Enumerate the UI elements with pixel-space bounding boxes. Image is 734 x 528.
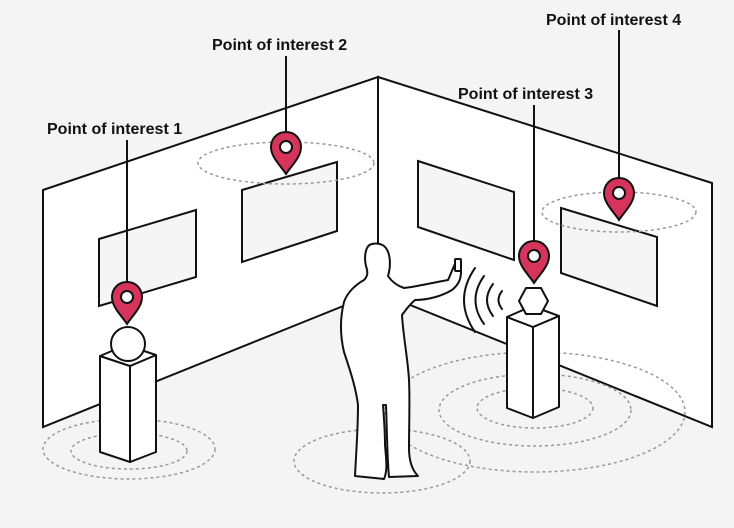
poi-label-1: Point of interest 1	[47, 121, 182, 138]
wall-panel-3	[417, 159, 515, 262]
wall-panel-4	[560, 206, 658, 308]
sphere-exhibit	[110, 326, 146, 362]
hexagon-exhibit	[518, 287, 549, 315]
wireless-signal-icon	[463, 267, 503, 333]
pedestal-1	[99, 326, 157, 463]
wall-panel-2	[241, 160, 338, 264]
poi-label-2: Point of interest 2	[212, 37, 347, 54]
poi-label-3: Point of interest 3	[458, 86, 593, 103]
zone-ring-visitor	[293, 428, 471, 494]
pedestal-3	[506, 287, 560, 419]
visitor-figure	[340, 242, 462, 480]
zone-ring-poi2	[197, 141, 375, 185]
zone-ring-poi1-inner	[70, 432, 188, 470]
poi-label-4: Point of interest 4	[546, 12, 681, 29]
smartphone	[454, 258, 462, 272]
visitor-body	[340, 242, 462, 480]
leader-lines	[126, 30, 620, 286]
